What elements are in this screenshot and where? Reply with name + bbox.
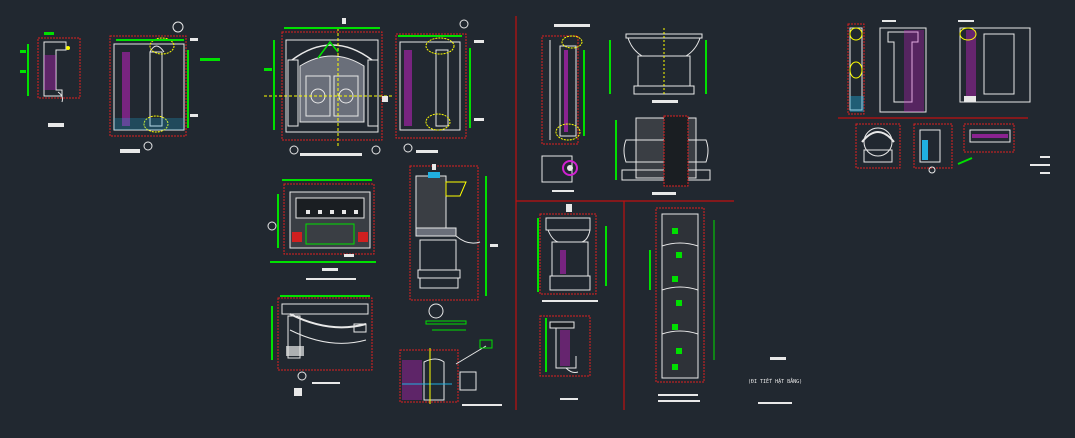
detail-cornice-molding-elevation <box>271 295 373 396</box>
detail-capital-section <box>537 204 607 400</box>
detail-column-elevation <box>541 24 590 192</box>
detail-gate-front-elevation <box>264 18 392 156</box>
detail-capital-and-plinth <box>609 28 711 195</box>
caption-plan-detail: (ĐI TIẾT HẶT BẰNG) <box>748 377 802 385</box>
detail-pilaster-elevation <box>649 207 715 402</box>
note-block <box>758 357 792 404</box>
detail-small-profile <box>20 32 81 127</box>
detail-column-side-elevation <box>395 19 484 153</box>
detail-base-section <box>399 303 502 406</box>
detail-arch-top-plan <box>267 179 376 280</box>
detail-cornice-section <box>409 164 498 301</box>
detail-arch-side-elevation <box>109 21 220 153</box>
sheet-divider-lines <box>515 16 1028 410</box>
detail-thumbnail-sheet <box>847 20 1050 174</box>
